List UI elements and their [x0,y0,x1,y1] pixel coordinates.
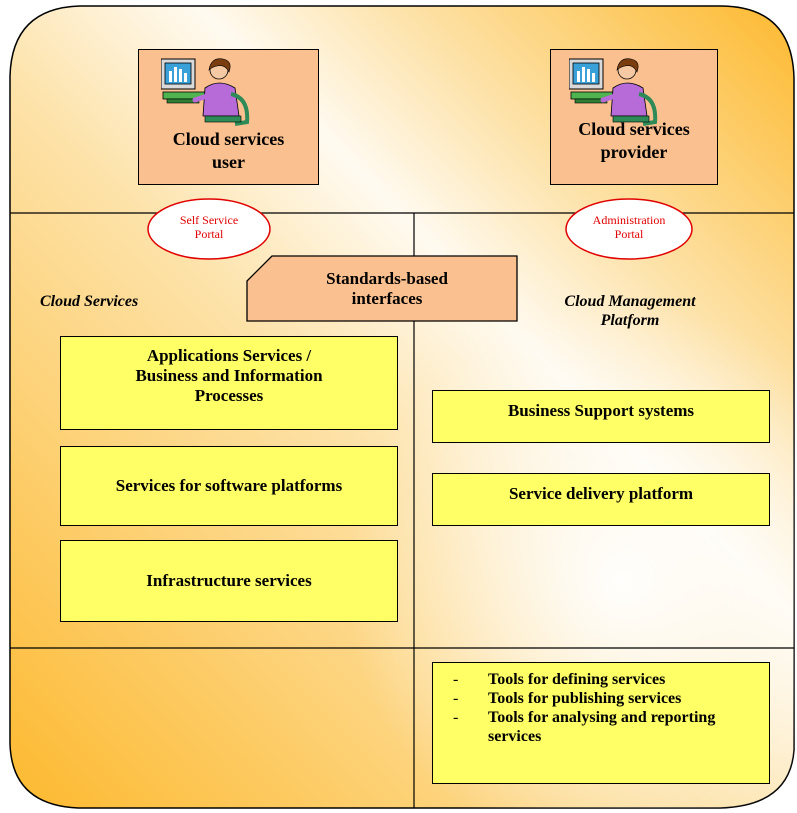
tools-list: - Tools for defining services - Tools fo… [433,663,769,747]
tools-list-item: - Tools for analysing and reporting serv… [453,708,716,745]
service-delivery-platform-box: Service delivery platform [432,473,770,526]
business-support-systems-box: Business Support systems [432,390,770,443]
applications-services-box: Applications Services / Business and Inf… [60,336,398,430]
tools-box: - Tools for defining services - Tools fo… [432,662,770,784]
cloud-services-provider-box: Cloud services provider [550,49,718,185]
administration-portal-ellipse [565,198,693,260]
cloud-services-section-label: Cloud Services [40,293,139,310]
interfaces-shape [246,255,518,322]
cloud-services-provider-label: Cloud services provider [578,119,690,162]
cloud-services-user-box: Cloud services user [138,49,319,185]
person-at-computer-icon [569,58,658,126]
standards-based-interfaces-label: Standards-based interfaces [326,268,448,308]
software-platforms-services-box: Services for software platforms [60,446,398,526]
infrastructure-services-box: Infrastructure services [60,540,398,622]
cloud-management-platform-section-label: Cloud Management Platform [564,293,696,330]
self-service-portal-ellipse [147,198,271,260]
cloud-services-user-label: Cloud services user [172,129,285,172]
tools-list-item: - Tools for defining services [453,671,666,688]
tools-list-item: - Tools for publishing services [453,689,682,707]
person-at-computer-icon [161,58,250,126]
administration-portal-label: Administration Portal [592,213,666,242]
self-service-portal-label: Self Service Portal [179,213,239,242]
